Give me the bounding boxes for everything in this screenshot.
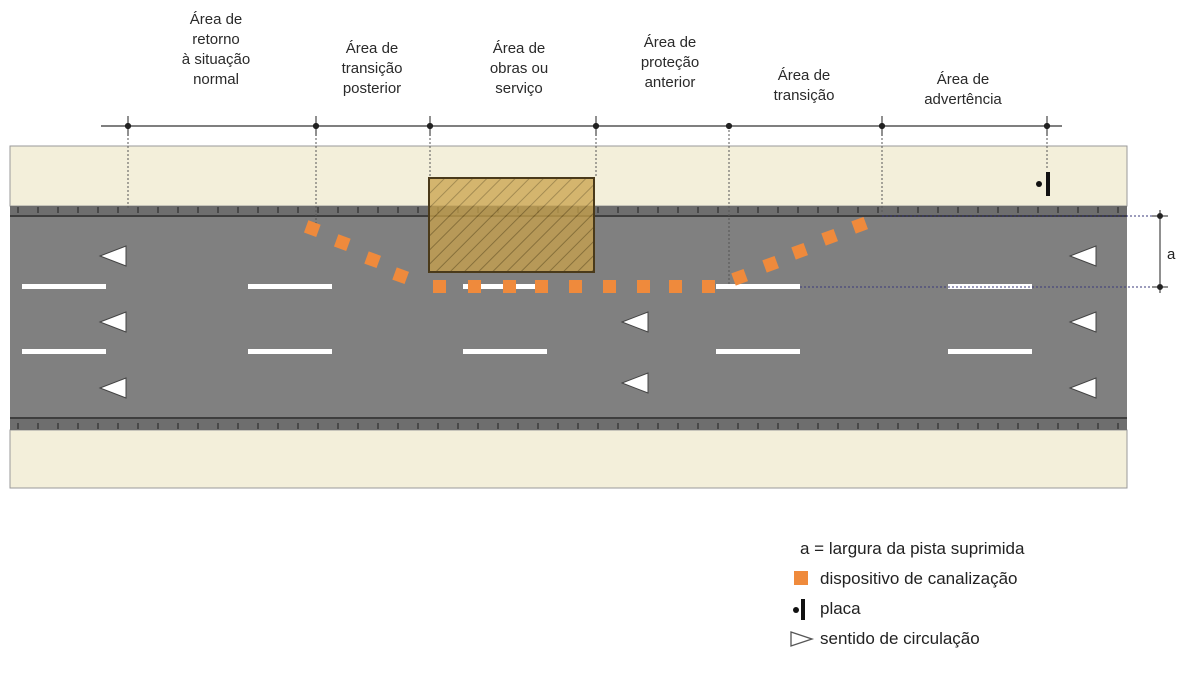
lane-dash — [22, 349, 106, 354]
zone-dimension-marks — [124, 116, 1051, 136]
direction-arrow-icon — [98, 377, 127, 399]
legend-width-text: a = largura da pista suprimida — [800, 539, 1025, 558]
bottom-shoulder — [9, 429, 1128, 489]
lane-dash — [716, 284, 800, 289]
cone-device — [821, 228, 838, 246]
legend-row-sign: placa — [788, 594, 1024, 624]
legend-sign-text: placa — [820, 599, 861, 618]
width-dimension-label: a — [1167, 246, 1176, 263]
cone-device — [702, 280, 715, 293]
direction-arrows — [98, 245, 1097, 399]
direction-triangle-icon — [790, 631, 815, 647]
direction-arrow-icon — [98, 311, 127, 333]
direction-arrow-icon — [620, 311, 649, 333]
sign-icon — [1036, 172, 1050, 196]
cone-device — [392, 267, 409, 285]
zone-label-obras: Área de obras ou serviço — [489, 40, 549, 97]
zone-label-protecao-anterior: Área de proteção anterior — [640, 34, 700, 91]
cone-device — [791, 242, 808, 260]
cone-device — [535, 280, 548, 293]
cone-device — [669, 280, 682, 293]
legend-row-device: dispositivo de canalização — [788, 564, 1024, 594]
cone-device — [303, 220, 321, 237]
legend-direction-text: sentido de circulação — [820, 629, 980, 648]
cone-device — [851, 216, 868, 234]
cone-device — [731, 268, 748, 286]
cone-device — [333, 234, 351, 251]
cone-device — [468, 280, 481, 293]
legend-row-direction: sentido de circulação — [788, 624, 1024, 654]
direction-arrow-icon — [98, 245, 127, 267]
direction-arrow-icon — [1068, 377, 1097, 399]
zone-label-advertencia: Área de advertência — [924, 71, 1002, 108]
cone-device — [762, 255, 779, 273]
cone-device — [503, 280, 516, 293]
cone-device-icon — [794, 571, 808, 585]
cone-device — [603, 280, 616, 293]
lane-dash — [248, 349, 332, 354]
dimension-guides — [800, 215, 1168, 288]
legend: a = largura da pista suprimida dispositi… — [788, 534, 1024, 654]
direction-arrow-icon — [1068, 245, 1097, 267]
sign-icon — [793, 599, 805, 620]
lane-dash — [22, 284, 106, 289]
cone-device — [637, 280, 650, 293]
zone-label-retorno: Área de retorno à situação normal — [181, 11, 251, 88]
bottom-curb-ticks — [17, 423, 1119, 429]
cone-device — [569, 280, 582, 293]
zone-label-transicao: Área de transição — [773, 67, 835, 104]
lane-dash — [716, 349, 800, 354]
channelization-devices — [303, 216, 868, 293]
bottom-curb-band — [10, 418, 1127, 430]
work-area — [428, 177, 595, 273]
direction-arrow-icon — [620, 372, 649, 394]
zone-label-transicao-posterior: Área de transição posterior — [341, 40, 403, 97]
lane-dash — [248, 284, 332, 289]
lane-dash — [948, 349, 1032, 354]
legend-device-text: dispositivo de canalização — [820, 569, 1018, 588]
width-dimension-marker — [1152, 210, 1168, 293]
lane-dash — [463, 349, 547, 354]
cone-device — [433, 280, 446, 293]
direction-arrow-icon — [1068, 311, 1097, 333]
cone-device — [364, 251, 381, 269]
legend-row-width: a = largura da pista suprimida — [788, 534, 1024, 564]
